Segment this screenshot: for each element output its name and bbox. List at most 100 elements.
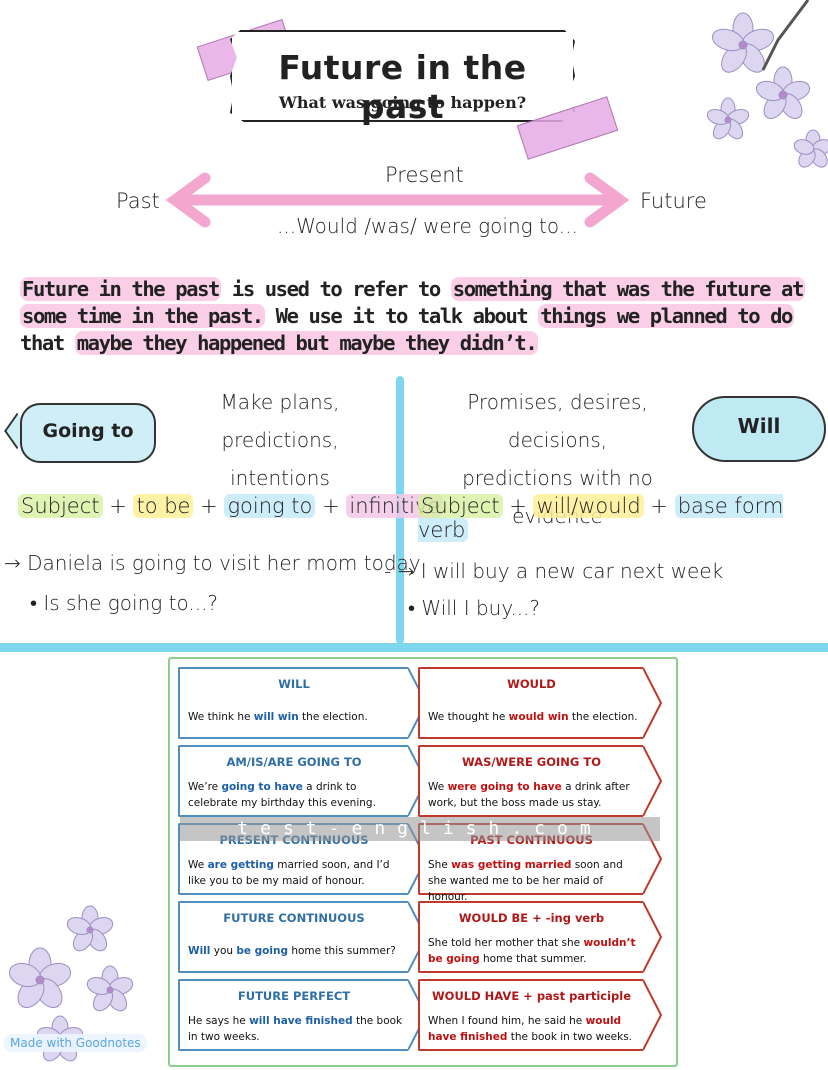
watermark: test-english.com <box>180 817 660 841</box>
page-title: Future in the past <box>278 48 527 126</box>
highlighted-verb: was getting married <box>451 859 572 871</box>
highlighted-verb: be going <box>236 945 288 957</box>
definition-paragraph: Future in the past is used to refer to s… <box>20 276 820 357</box>
formula-subject: Subject <box>18 494 103 518</box>
will-cloud-bubble <box>692 396 826 462</box>
timeline-structure-label: ...Would /was/ were going to... <box>277 214 578 238</box>
highlighted-verb: were going to have <box>447 781 562 793</box>
cell-example: We are getting married soon, and I’d lik… <box>188 857 404 889</box>
cell-example: Will you be going home this summer? <box>188 943 404 959</box>
definition-text: We use it to talk about <box>264 304 539 328</box>
going-to-bubble <box>20 403 156 463</box>
cell-header: WILL <box>278 677 310 691</box>
cell-example: We’re going to have a drink to celebrate… <box>188 779 404 811</box>
arrow-tip <box>643 979 663 1051</box>
going-to-question: • Is she going to...? <box>30 591 219 615</box>
cell-example: We were going to have a drink after work… <box>428 779 639 811</box>
arrow-tip <box>643 901 663 973</box>
future-form-cell: FUTURE PERFECT He says he will have finis… <box>178 979 428 1051</box>
will-example: - → I will buy a new car next week <box>384 559 724 583</box>
timeline-past-label: Past <box>116 189 160 213</box>
page-subtitle: What was going to happen? <box>278 93 527 112</box>
cell-example: We thought he would win the election. <box>428 709 639 725</box>
timeline-future-label: Future <box>640 189 707 213</box>
example-text: a drink after work, but the boss made us… <box>428 781 630 809</box>
highlighted-verb: would win <box>508 711 569 723</box>
going-to-label: Going to <box>42 420 134 442</box>
cell-example: We think he will win the election. <box>188 709 404 725</box>
example-text: home this summer? <box>287 945 396 957</box>
cell-header: WOULD HAVE + past participle <box>432 989 631 1003</box>
cell-example: She told her mother that she wouldn’t be… <box>428 935 639 967</box>
highlighted-verb: would have finished <box>428 1015 622 1043</box>
section-divider <box>0 643 828 652</box>
formula-subject: Subject <box>418 494 503 518</box>
future-in-past-cell: WAS/WERE GOING TO We were going to have a… <box>418 745 663 817</box>
example-text: the election. <box>298 711 368 723</box>
future-form-cell: FUTURE CONTINUOUS Will you be going home … <box>178 901 428 973</box>
definition-highlight: things we planned to do <box>538 304 794 328</box>
example-text: the book in two weeks. <box>188 1015 403 1043</box>
definition-highlight: Future in the past <box>20 277 221 301</box>
cell-header: AM/IS/ARE GOING TO <box>226 755 362 769</box>
definition-highlight: some time in the past. <box>20 304 265 328</box>
will-question: • Will I buy...? <box>408 596 541 620</box>
definition-text: that <box>20 331 75 355</box>
example-text: We’re <box>188 781 222 793</box>
cell-example: She was getting married soon and she wan… <box>428 857 639 905</box>
highlighted-verb: wouldn’t be going <box>428 937 636 965</box>
going-to-use-line: Make plans, <box>220 390 340 414</box>
timeline-present-label: Present <box>385 163 464 187</box>
example-text: the election. <box>568 711 638 723</box>
example-text: We <box>428 781 448 793</box>
example-text: We <box>188 859 208 871</box>
example-text: you <box>210 945 237 957</box>
made-with-badge: Made with Goodnotes <box>4 1034 147 1052</box>
timeline-arrow <box>165 172 630 228</box>
going-to-formula: Subject + to be + going to + infinitive <box>18 494 444 518</box>
formula-will-would: will/would <box>533 494 644 518</box>
example-text: She <box>428 859 452 871</box>
future-form-cell: WILL We think he will win the election. <box>178 667 428 739</box>
cell-example: When I found him, he said he would have … <box>428 1013 639 1045</box>
example-text: the book in two weeks. <box>507 1031 633 1043</box>
definition-highlight: maybe they happened but maybe they didn’… <box>74 331 539 355</box>
highlighted-verb: will win <box>253 711 299 723</box>
cell-header: WOULD BE + -ing verb <box>458 911 605 925</box>
going-to-uses: Make plans, predictions, intentions <box>180 383 380 497</box>
definition-text: is used to refer to <box>220 277 451 301</box>
highlighted-verb: Will <box>188 945 211 957</box>
formula-going-to: going to <box>224 494 316 518</box>
highlighted-verb: going to have <box>221 781 303 793</box>
example-text: We think he <box>188 711 254 723</box>
example-text: home that summer. <box>479 953 587 965</box>
cell-header: WOULD <box>507 677 556 691</box>
arrow-tip <box>643 667 663 739</box>
definition-highlight: something that was the future at <box>450 277 805 301</box>
highlighted-verb: will have finished <box>249 1015 353 1027</box>
cell-header: FUTURE PERFECT <box>237 989 351 1003</box>
future-form-cell: AM/IS/ARE GOING TO We’re going to have a … <box>178 745 428 817</box>
cell-header: WAS/WERE GOING TO <box>462 755 601 769</box>
title-card <box>230 30 575 122</box>
example-text: She told her mother that she <box>428 937 584 949</box>
cell-header: FUTURE CONTINUOUS <box>223 911 365 925</box>
highlighted-verb: are getting <box>207 859 274 871</box>
future-in-past-cell: WOULD We thought he would win the electio… <box>418 667 663 739</box>
will-label: Will <box>737 414 781 438</box>
example-text: We thought he <box>428 711 509 723</box>
will-use-line: Promises, desires, decisions, <box>467 390 648 452</box>
will-formula: Subject + will/would + base form verb <box>418 494 784 542</box>
going-to-use-line: predictions, intentions <box>221 428 339 490</box>
going-to-example: → Daniela is going to visit her mom toda… <box>4 551 421 575</box>
formula-to-be: to be <box>133 494 194 518</box>
example-text: He says he <box>188 1015 250 1027</box>
example-text: When I found him, he said he <box>428 1015 586 1027</box>
arrow-tip <box>643 745 663 817</box>
example-text: a drink to celebrate my birthday this ev… <box>188 781 376 809</box>
cell-example: He says he will have finished the book i… <box>188 1013 404 1045</box>
flower-decoration-top-right <box>706 0 828 168</box>
